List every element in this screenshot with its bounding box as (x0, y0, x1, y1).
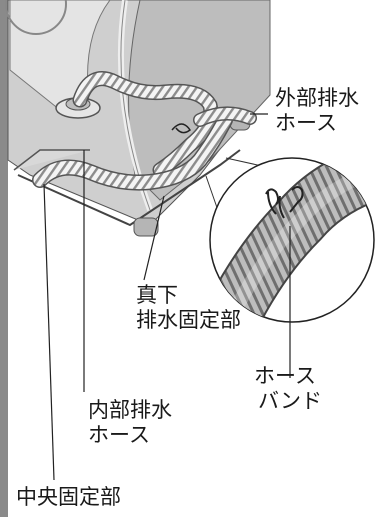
hose-band-label: ホース バンド (254, 364, 323, 413)
hose-band-clip (265, 186, 304, 219)
internal-drain-hose-label: 内部排水 ホース (88, 398, 172, 447)
direct-drain-fixing-label: 真下 排水固定部 (136, 283, 241, 332)
external-drain-hose-label: 外部排水 ホース (275, 86, 359, 135)
page-edge-bar (0, 0, 8, 517)
zoom-circle (205, 157, 375, 323)
center-fixing-label: 中央固定部 (16, 485, 121, 509)
leader-lines (43, 113, 291, 481)
